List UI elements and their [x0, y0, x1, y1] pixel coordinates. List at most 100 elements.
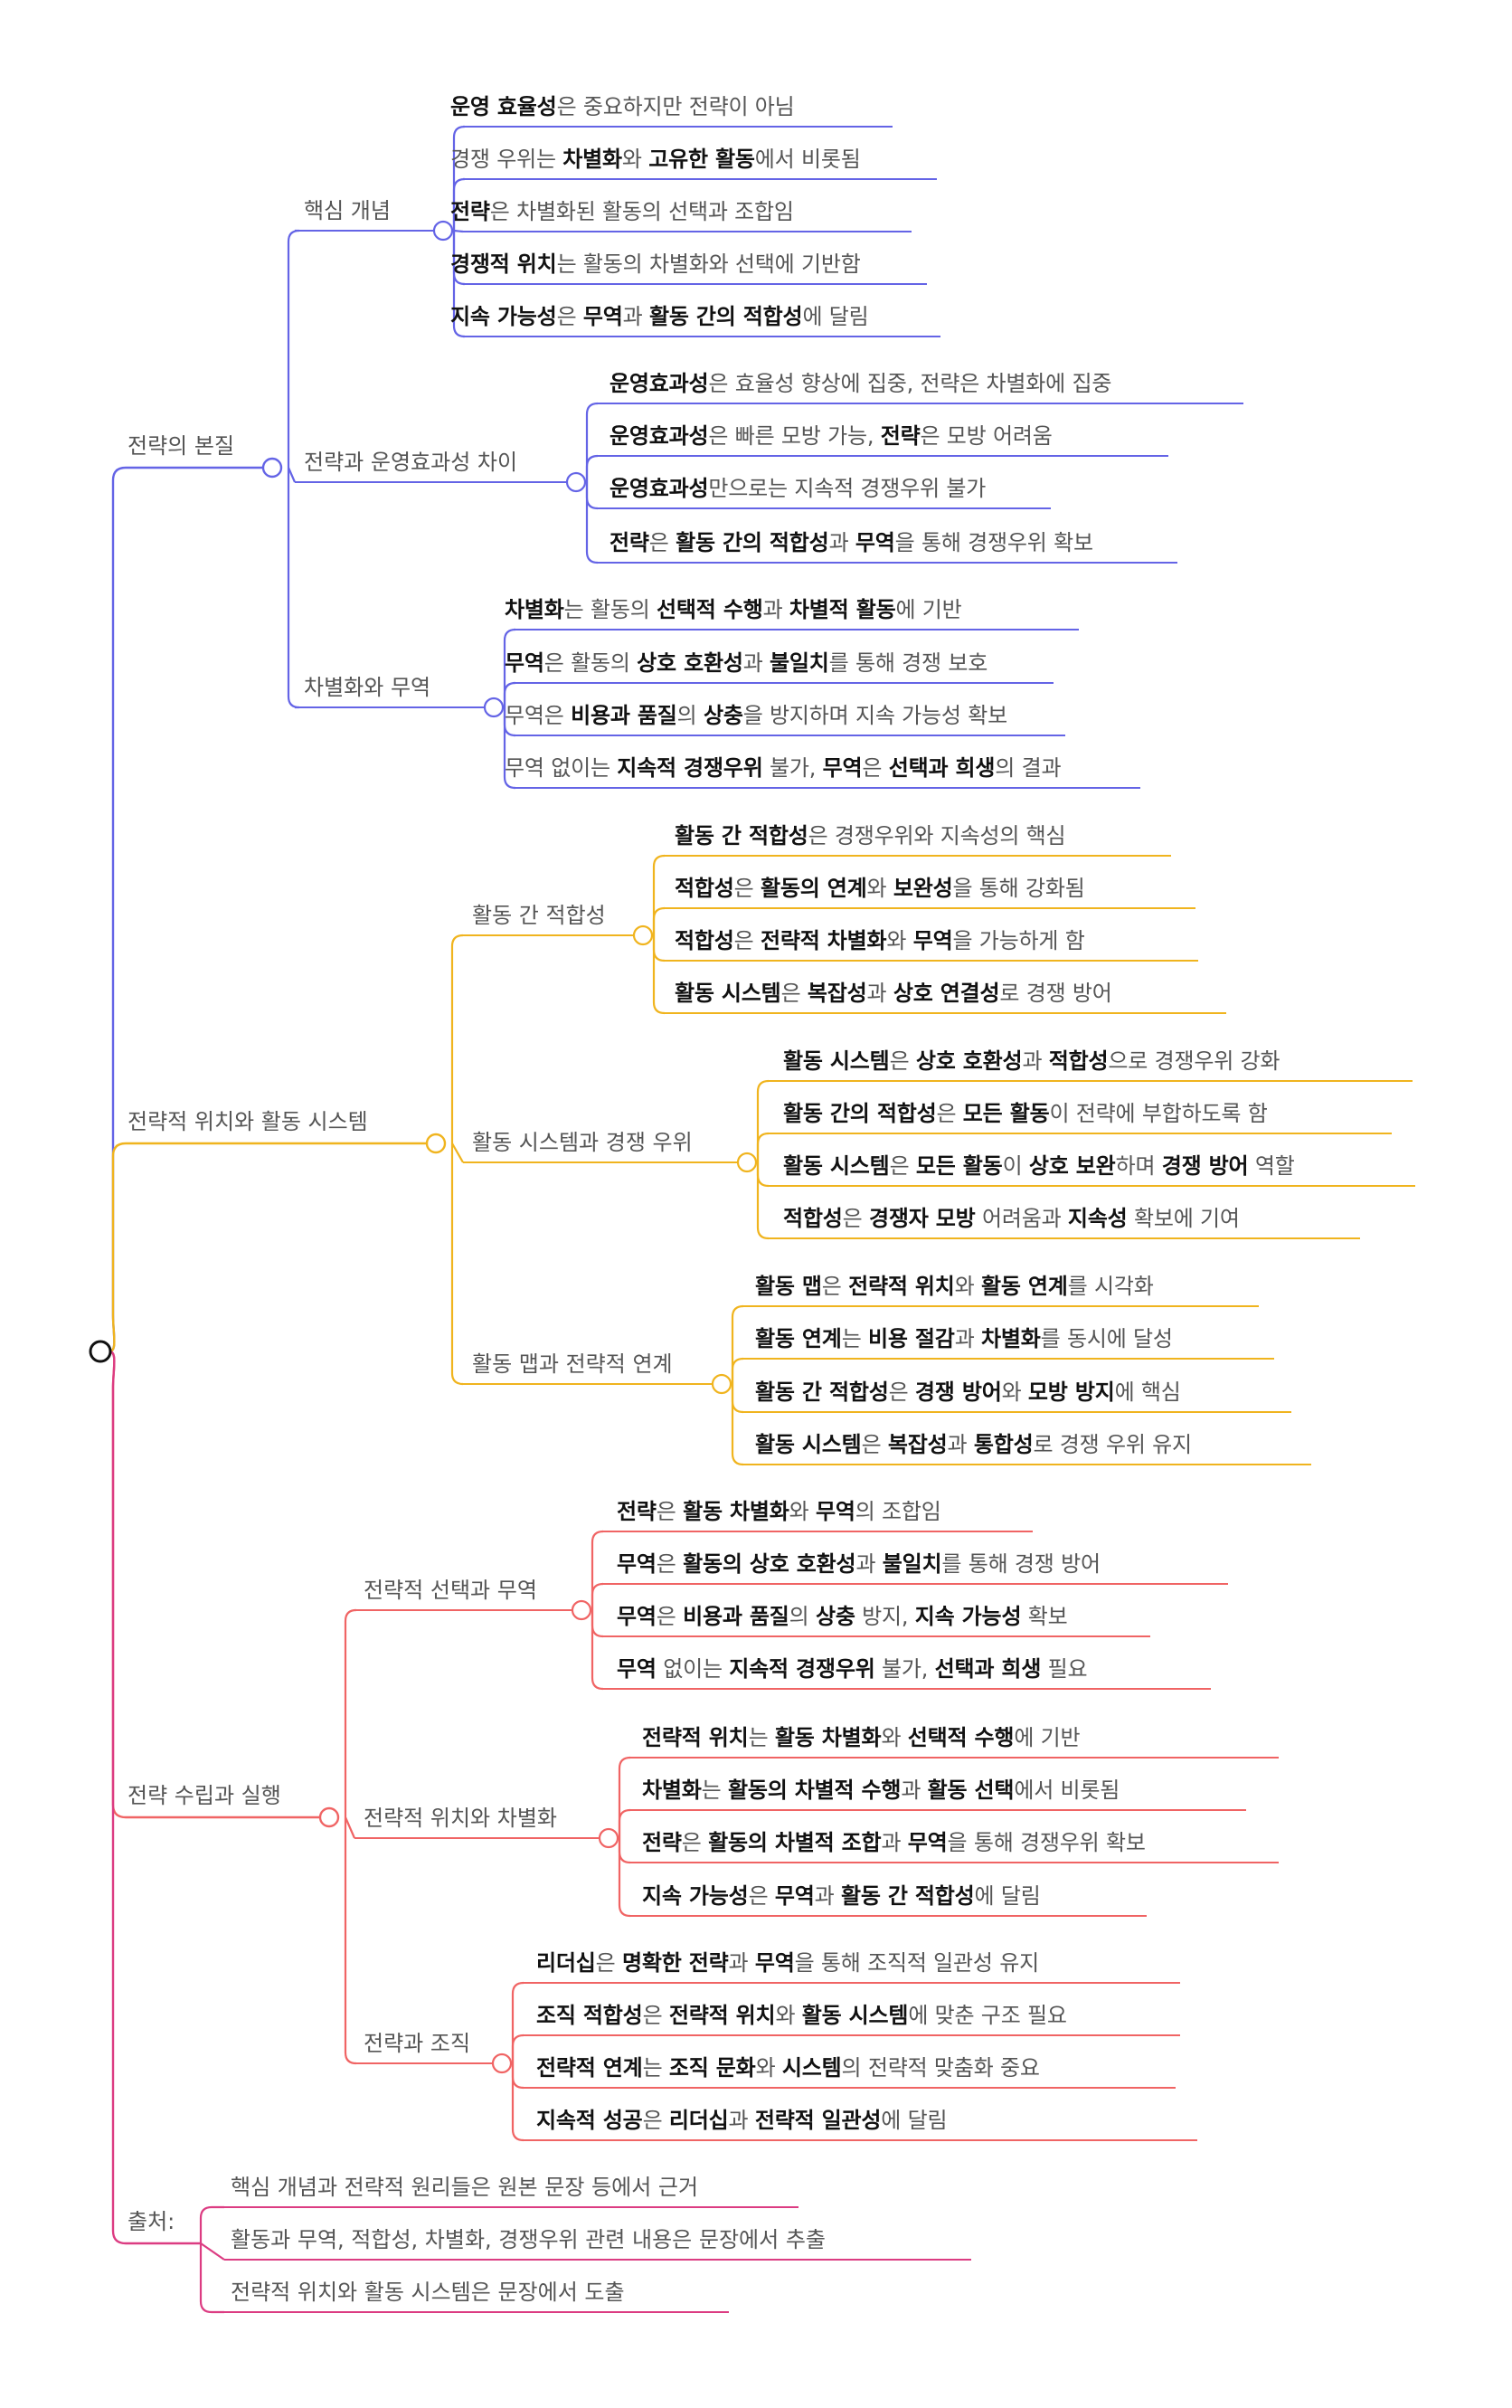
leaf-emphasis: 활동 간의 적합성: [648, 304, 803, 329]
leaf-emphasis: 활동의 연계: [760, 876, 867, 901]
leaf-text: 를 통해 경쟁 방어: [941, 1551, 1101, 1577]
leaf-item: 무역은 비용과 품질의 상충을 방지하며 지속 가능성 확보: [505, 705, 1007, 726]
leaf-emphasis: 활동 간의 적합성: [783, 1101, 937, 1126]
leaf-text: 과: [954, 1326, 981, 1351]
leaf-text: 은 빠른 모방 가능,: [708, 423, 881, 449]
leaf-text: 과: [1022, 1048, 1049, 1074]
leaf-emphasis: 활동 선택: [927, 1778, 1015, 1803]
group-label: 차별화와 무역: [304, 675, 431, 700]
leaf-emphasis: 상충: [703, 703, 743, 728]
leaf-text: 은 효율성 향상에 집중, 전략은 차별화에 집중: [708, 371, 1112, 396]
leaf-emphasis: 차별적 활동: [789, 597, 896, 622]
leaf-item: 활동 시스템은 복잡성과 통합성로 경쟁 우위 유지: [755, 1434, 1192, 1455]
leaf-emphasis: 활동 맵: [755, 1274, 822, 1299]
leaf-text: 이 전략에 부합하도록 함: [1049, 1101, 1268, 1126]
leaf-text: 은: [889, 1048, 916, 1074]
branch-label: 전략적 위치와 활동 시스템: [128, 1109, 368, 1134]
leaf-item: 활동 간의 적합성은 모든 활동이 전략에 부합하도록 함: [783, 1103, 1268, 1124]
leaf-text: 의: [676, 703, 704, 728]
group-label: 활동 간 적합성: [472, 903, 606, 928]
leaf-text: 에서 비롯됨: [754, 147, 861, 172]
leaf-emphasis: 활동의 상호 호환성: [683, 1551, 856, 1577]
leaf-text: 은 활동의: [543, 650, 638, 676]
leaf-emphasis: 적합성: [675, 928, 734, 953]
leaf-text: 을 가능하게 함: [952, 928, 1085, 953]
leaf-text: 에서 비롯됨: [1014, 1778, 1120, 1803]
leaf-emphasis: 적합성: [783, 1206, 843, 1231]
leaf-emphasis: 전략: [610, 530, 649, 555]
leaf-emphasis: 비용 절감: [868, 1326, 955, 1351]
leaf-emphasis: 활동 시스템: [755, 1432, 862, 1457]
leaf-item: 활동 연계는 비용 절감과 차별화를 동시에 달성: [755, 1328, 1173, 1350]
leaf-text: 은: [648, 530, 676, 555]
source-note: 활동과 무역, 적합성, 차별화, 경쟁우위 관련 내용은 문장에서 추출: [231, 2227, 826, 2252]
leaf-emphasis: 활동의 차별적 조합: [708, 1830, 882, 1855]
leaf-item: 운영효과성만으로는 지속적 경쟁우위 불가: [610, 478, 986, 499]
leaf-emphasis: 무역: [855, 530, 895, 555]
leaf-item: 활동 시스템은 모든 활동이 상호 보완하며 경쟁 방어 역할: [783, 1155, 1295, 1177]
leaf-text: 어려움과: [975, 1206, 1068, 1231]
leaf-text: 를 통해 경쟁 보호: [828, 650, 988, 676]
leaf-item: 전략은 활동의 차별적 조합과 무역을 통해 경쟁우위 확보: [642, 1832, 1146, 1853]
leaf-emphasis: 지속적 경쟁우위: [729, 1656, 875, 1682]
leaf-emphasis: 전략: [880, 423, 921, 449]
leaf-item: 적합성은 전략적 차별화와 무역을 가능하게 함: [675, 930, 1085, 952]
leaf-emphasis: 전략적 위치: [642, 1725, 749, 1750]
leaf-emphasis: 무역: [617, 1551, 657, 1577]
leaf-item: 경쟁적 위치는 활동의 차별화와 선택에 기반함: [450, 253, 861, 275]
leaf-text: 과: [855, 1551, 883, 1577]
leaf-text: 는 활동의 차별화와 선택에 기반함: [556, 251, 861, 277]
leaf-emphasis: 지속적 성공: [536, 2108, 643, 2133]
leaf-emphasis: 전략적 차별화: [760, 928, 887, 953]
leaf-emphasis: 전략: [642, 1830, 682, 1855]
leaf-emphasis: 리더십: [668, 2108, 729, 2133]
leaf-text: 에 달림: [974, 1883, 1041, 1909]
branch-label: 전략 수립과 실행: [128, 1783, 281, 1808]
leaf-emphasis: 무역: [617, 1604, 657, 1629]
leaf-emphasis: 운영효과성: [610, 371, 709, 396]
leaf-text: 을 통해 경쟁우위 확보: [894, 530, 1093, 555]
leaf-text: 과: [762, 597, 789, 622]
leaf-emphasis: 불일치: [882, 1551, 942, 1577]
leaf-text: 은: [888, 1379, 915, 1405]
leaf-emphasis: 무역: [822, 755, 863, 781]
leaf-item: 지속적 성공은 리더십과 전략적 일관성에 달림: [536, 2108, 948, 2133]
leaf-emphasis: 활동 간의 적합성: [676, 530, 829, 555]
leaf-emphasis: 운영 효율성: [450, 94, 557, 119]
leaf-text: 은 모방 어려움: [920, 423, 1053, 449]
leaf-text: 필요: [1041, 1656, 1088, 1682]
leaf-emphasis: 경쟁 방어: [1161, 1153, 1249, 1179]
leaf-text: 은: [642, 2003, 669, 2028]
leaf-emphasis: 무역: [912, 928, 953, 953]
leaf-item: 경쟁 우위는 차별화와 고유한 활동에서 비롯됨: [450, 148, 861, 170]
leaf-text: 은: [642, 2108, 669, 2133]
leaf-item: 무역 없이는 지속적 경쟁우위 불가, 선택과 희생 필요: [617, 1656, 1088, 1682]
leaf-item: 적합성은 경쟁자 모방 어려움과 지속성 확보에 기여: [783, 1208, 1240, 1229]
leaf-item: 적합성은 활동의 연계와 보완성을 통해 강화됨: [675, 877, 1085, 899]
leaf-emphasis: 무역: [505, 650, 544, 676]
leaf-text: 와: [881, 1725, 908, 1750]
leaf-emphasis: 상충: [815, 1604, 855, 1629]
branch-label: 출처:: [128, 2209, 175, 2234]
leaf-item: 활동 간 적합성은 경쟁 방어와 모방 방지에 핵심: [755, 1381, 1181, 1403]
leaf-emphasis: 상호 호환성: [915, 1048, 1023, 1074]
leaf-emphasis: 불일치: [770, 650, 829, 676]
leaf-emphasis: 무역: [582, 304, 623, 329]
leaf-emphasis: 지속 가능성: [450, 304, 557, 329]
leaf-text: 를 동시에 달성: [1040, 1326, 1173, 1351]
leaf-text: 은: [748, 1883, 775, 1909]
leaf-text: 은: [733, 928, 761, 953]
group-label: 전략과 조직: [364, 2031, 471, 2056]
leaf-emphasis: 조직 적합성: [536, 2003, 643, 2028]
leaf-emphasis: 전략적 일관성: [754, 2108, 882, 2133]
leaf-emphasis: 보완성: [893, 876, 953, 901]
leaf-text: 은: [861, 1432, 888, 1457]
leaf-emphasis: 지속적 경쟁우위: [617, 755, 763, 781]
leaf-emphasis: 차별화: [642, 1778, 702, 1803]
leaf-emphasis: 전략적 위치: [848, 1274, 955, 1299]
leaf-emphasis: 차별화: [562, 147, 622, 172]
leaf-emphasis: 시스템: [781, 2055, 842, 2081]
leaf-emphasis: 적합성: [675, 876, 734, 901]
leaf-emphasis: 비용과 품질: [571, 703, 677, 728]
leaf-text: 는: [642, 2055, 669, 2081]
